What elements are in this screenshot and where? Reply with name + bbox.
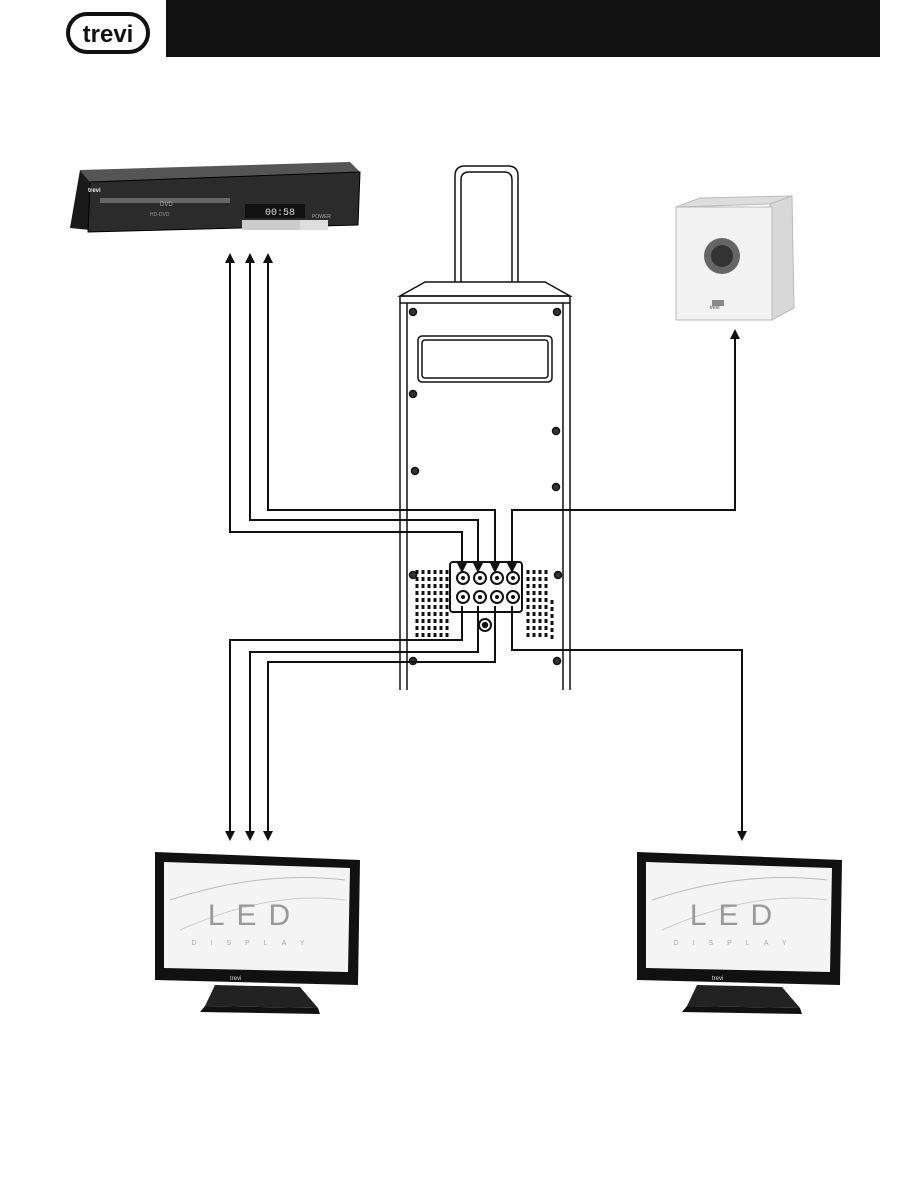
dvd-badge: trevi (88, 188, 101, 194)
trevi-logo-icon: trevi (66, 12, 150, 54)
subwoofer-badge: trevi (710, 305, 719, 311)
led-tv-left-icon: LED DISPLAY trevi (155, 852, 360, 1014)
led-tv-right-icon: LED DISPLAY trevi (637, 852, 842, 1014)
dvd-disc-label: DVD (160, 202, 173, 208)
header-bar (166, 0, 880, 57)
cable-lines (225, 253, 747, 841)
tv-right-badge: trevi (712, 976, 723, 982)
dvd-player-icon: 00:58 DVD POWER HD-DVD trevi (70, 162, 361, 233)
logo-text: trevi (83, 21, 134, 48)
tv-left-badge: trevi (230, 976, 241, 982)
tv-left-brand: LED (208, 899, 302, 932)
tv-right-sub: DISPLAY (673, 940, 800, 947)
tv-right-brand: LED (690, 899, 784, 932)
dvd-display-readout: 00:58 (265, 208, 295, 219)
speaker-tower-icon (397, 165, 573, 690)
dvd-power-label: POWER (312, 214, 331, 220)
dvd-model-label: HD-DVD (150, 212, 170, 218)
tv-left-sub: DISPLAY (191, 940, 318, 947)
subwoofer-icon (675, 195, 795, 321)
